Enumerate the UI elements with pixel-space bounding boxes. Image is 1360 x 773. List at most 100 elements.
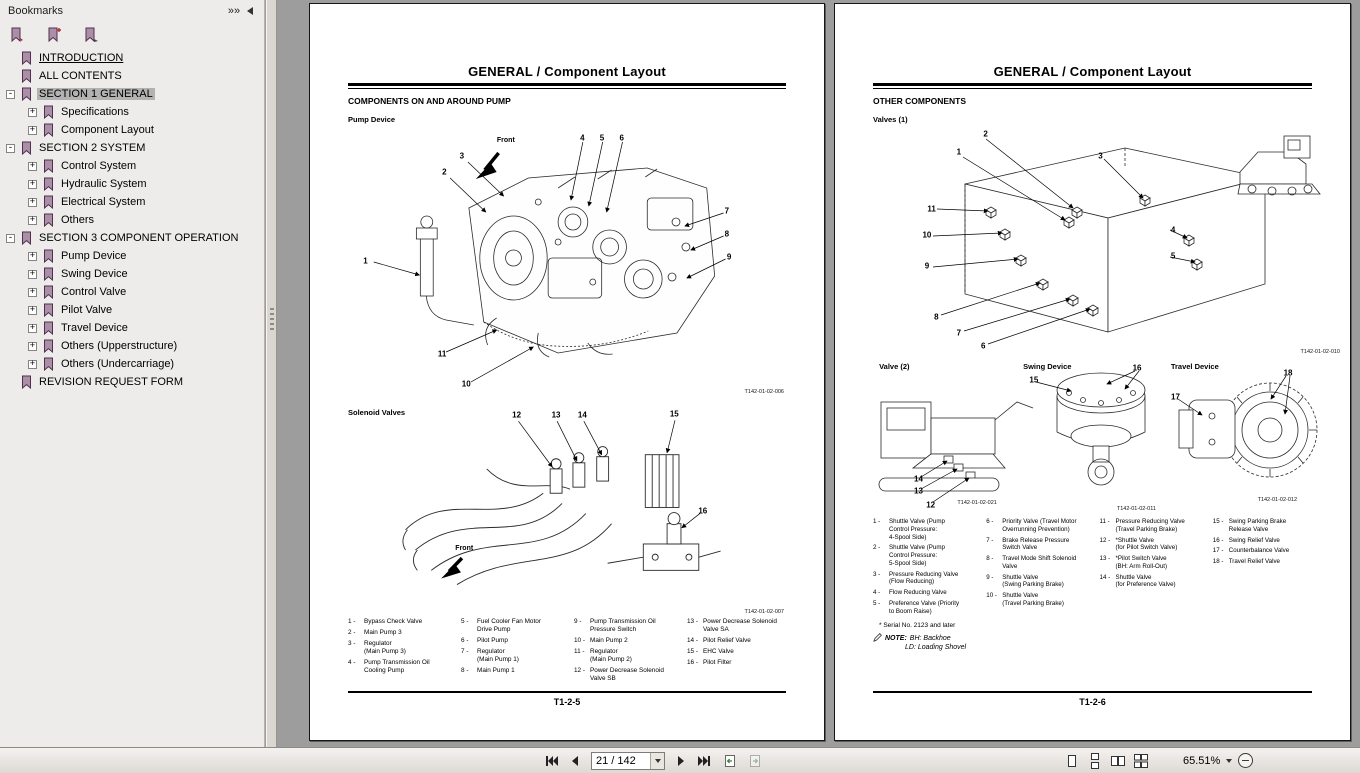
bookmark-label[interactable]: Control System — [61, 160, 137, 172]
bookmark-label[interactable]: Others (Upperstructure) — [61, 340, 178, 352]
bookmark-item[interactable]: - SECTION 1 GENERAL — [4, 85, 264, 103]
part-number: 18 - — [1212, 558, 1224, 565]
first-page-button[interactable] — [541, 752, 561, 770]
panel-splitter[interactable] — [266, 0, 277, 747]
figure-ref: T142-01-02-007 — [744, 609, 784, 615]
bookmark-label[interactable]: Specifications — [61, 106, 129, 118]
bookmark-label[interactable]: Travel Device — [61, 322, 128, 334]
tree-expand-box[interactable]: + — [28, 214, 37, 225]
parts-list: 1 -Shuttle Valve (Pump Control Pressure:… — [873, 518, 1320, 618]
bookmark-label[interactable]: ALL CONTENTS — [39, 70, 122, 82]
bookmark-item[interactable]: + Travel Device — [4, 319, 264, 337]
tree-expand-box[interactable]: - — [6, 142, 15, 153]
bookmark-label[interactable]: Others (Undercarriage) — [61, 358, 175, 370]
minus-icon — [1242, 759, 1250, 762]
callout-number: 7 — [724, 206, 730, 216]
page-number-combo[interactable]: 21 / 142 — [591, 751, 665, 770]
new-bookmark-icon[interactable] — [47, 27, 62, 43]
tree-expand-box[interactable]: + — [28, 250, 37, 261]
bookmark-icon — [43, 249, 54, 264]
previous-view-button[interactable] — [720, 752, 740, 770]
zoom-out-button[interactable] — [1238, 753, 1254, 768]
tree-expand-box[interactable]: - — [6, 232, 15, 243]
bookmark-label[interactable]: Control Valve — [61, 286, 127, 298]
tree-expand-box[interactable]: + — [28, 340, 37, 351]
page-number-value[interactable]: 21 / 142 — [596, 754, 636, 767]
bookmark-label[interactable]: Swing Device — [61, 268, 128, 280]
collapse-panel-icon[interactable] — [242, 3, 258, 19]
expand-current-bookmark-icon[interactable] — [10, 27, 25, 43]
single-page-view-icon[interactable] — [1063, 752, 1081, 770]
figure-ref: T142-01-02-006 — [744, 389, 784, 395]
tree-expand-box[interactable]: + — [28, 286, 37, 297]
next-page-button[interactable] — [670, 752, 690, 770]
callout-number: 3 — [1098, 151, 1103, 161]
bookmark-label[interactable]: Electrical System — [61, 196, 146, 208]
figure-title-pump-device: Pump Device — [348, 115, 396, 124]
document-scroll-area[interactable]: GENERAL / Component Layout COMPONENTS ON… — [277, 0, 1360, 747]
bookmark-item[interactable]: + Pilot Valve — [4, 301, 264, 319]
bookmark-item[interactable]: INTRODUCTION — [4, 49, 264, 67]
bookmark-item[interactable]: + Others (Upperstructure) — [4, 337, 264, 355]
bookmark-label[interactable]: SECTION 2 SYSTEM — [39, 142, 146, 154]
bookmark-item[interactable]: REVISION REQUEST FORM — [4, 373, 264, 391]
continuous-facing-view-icon[interactable] — [1132, 752, 1150, 770]
bookmark-label[interactable]: Pilot Valve — [61, 304, 113, 316]
bookmark-icon — [21, 51, 32, 66]
bookmark-item[interactable]: ALL CONTENTS — [4, 67, 264, 85]
previous-page-button[interactable] — [566, 752, 586, 770]
bookmark-icon — [43, 177, 54, 192]
bookmark-label[interactable]: Pump Device — [61, 250, 127, 262]
bookmark-item[interactable]: + Component Layout — [4, 121, 264, 139]
tree-spacer — [6, 378, 15, 387]
bookmark-label[interactable]: SECTION 1 GENERAL — [37, 88, 155, 100]
note-line-1: BH: Backhoe — [909, 635, 951, 642]
facing-view-icon[interactable] — [1109, 752, 1127, 770]
tree-expand-box[interactable]: - — [6, 88, 15, 99]
expand-panels-icon[interactable]: »» — [227, 5, 241, 17]
bookmark-label[interactable]: INTRODUCTION — [39, 52, 124, 64]
part-item: 14 -Shuttle Valve (for Preference Valve) — [1100, 574, 1207, 590]
tree-expand-box[interactable]: + — [28, 358, 37, 369]
tree-expand-box[interactable]: + — [28, 322, 37, 333]
continuous-view-icon[interactable] — [1086, 752, 1104, 770]
tree-expand-box[interactable]: + — [28, 106, 37, 117]
zoom-dropdown-icon[interactable] — [1226, 758, 1233, 763]
tree-expand-box[interactable]: + — [28, 178, 37, 189]
bookmark-item[interactable]: + Electrical System — [4, 193, 264, 211]
callout-number: 6 — [980, 341, 986, 351]
page-combo-dropdown-icon[interactable] — [650, 752, 664, 769]
bookmark-label[interactable]: REVISION REQUEST FORM — [39, 376, 184, 388]
bookmark-item[interactable]: + Control System — [4, 157, 264, 175]
bookmark-item[interactable]: + Others — [4, 211, 264, 229]
zoom-level-value[interactable]: 65.51% — [1183, 754, 1221, 767]
part-text: Shuttle Valve (Swing Parking Brake) — [1002, 573, 1064, 589]
figure-title: Valve (2) — [879, 361, 910, 371]
tree-expand-box[interactable]: + — [28, 160, 37, 171]
bookmark-label[interactable]: Others — [61, 214, 95, 226]
tree-expand-box[interactable]: + — [28, 196, 37, 207]
bookmark-label[interactable]: SECTION 3 COMPONENT OPERATION — [39, 232, 239, 244]
bookmark-item[interactable]: + Pump Device — [4, 247, 264, 265]
part-number: 3 - — [348, 640, 356, 647]
part-number: 16 - — [687, 659, 699, 666]
bookmark-item[interactable]: + Others (Undercarriage) — [4, 355, 264, 373]
bookmark-item[interactable]: + Swing Device — [4, 265, 264, 283]
part-number: 7 - — [986, 536, 994, 544]
bookmark-item[interactable]: + Specifications — [4, 103, 264, 121]
bookmark-label[interactable]: Component Layout — [61, 124, 154, 136]
last-page-button[interactable] — [695, 752, 715, 770]
bookmark-item[interactable]: - SECTION 3 COMPONENT OPERATION — [4, 229, 264, 247]
bookmark-item[interactable]: + Control Valve — [4, 283, 264, 301]
bookmark-item[interactable]: - SECTION 2 SYSTEM — [4, 139, 264, 157]
bookmark-item[interactable]: + Hydraulic System — [4, 175, 264, 193]
tree-expand-box[interactable]: + — [28, 268, 37, 279]
tree-expand-box[interactable]: + — [28, 124, 37, 135]
bookmark-options-icon[interactable] — [84, 27, 99, 43]
bookmark-label[interactable]: Hydraulic System — [61, 178, 147, 190]
tree-expand-box[interactable]: + — [28, 304, 37, 315]
next-view-button[interactable] — [745, 752, 765, 770]
part-item: 16 -Swing Relief Valve — [1213, 537, 1320, 545]
